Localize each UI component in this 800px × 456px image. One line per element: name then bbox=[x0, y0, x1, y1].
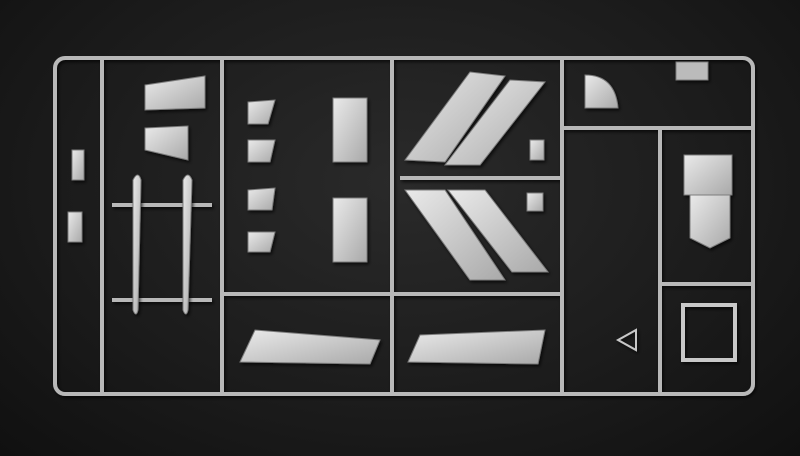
part-block bbox=[67, 211, 83, 243]
part-triangle bbox=[615, 328, 637, 352]
part-fin bbox=[446, 189, 550, 273]
part-box bbox=[332, 197, 368, 263]
part-small bbox=[247, 139, 276, 163]
part-cockpit bbox=[683, 154, 733, 196]
part-block bbox=[71, 149, 85, 181]
parts bbox=[67, 61, 737, 365]
part-panel bbox=[144, 125, 189, 161]
part-fin bbox=[443, 79, 546, 166]
part-small bbox=[247, 99, 276, 125]
sprue-frame bbox=[53, 56, 755, 396]
part-box bbox=[332, 97, 368, 163]
part-cockpit-floor bbox=[689, 194, 731, 249]
part-tank bbox=[132, 174, 142, 315]
part-small bbox=[247, 187, 276, 211]
part-canopy bbox=[584, 74, 619, 109]
part-fin bbox=[404, 189, 506, 281]
part-tag bbox=[675, 61, 709, 81]
part-block bbox=[529, 139, 545, 161]
part-wing bbox=[407, 329, 546, 365]
part-fin bbox=[404, 71, 506, 163]
part-panel bbox=[144, 75, 206, 111]
part-block bbox=[526, 192, 544, 212]
part-frame bbox=[681, 303, 737, 362]
part-small bbox=[247, 231, 276, 253]
part-wing bbox=[239, 329, 381, 365]
part-tank bbox=[182, 174, 193, 315]
